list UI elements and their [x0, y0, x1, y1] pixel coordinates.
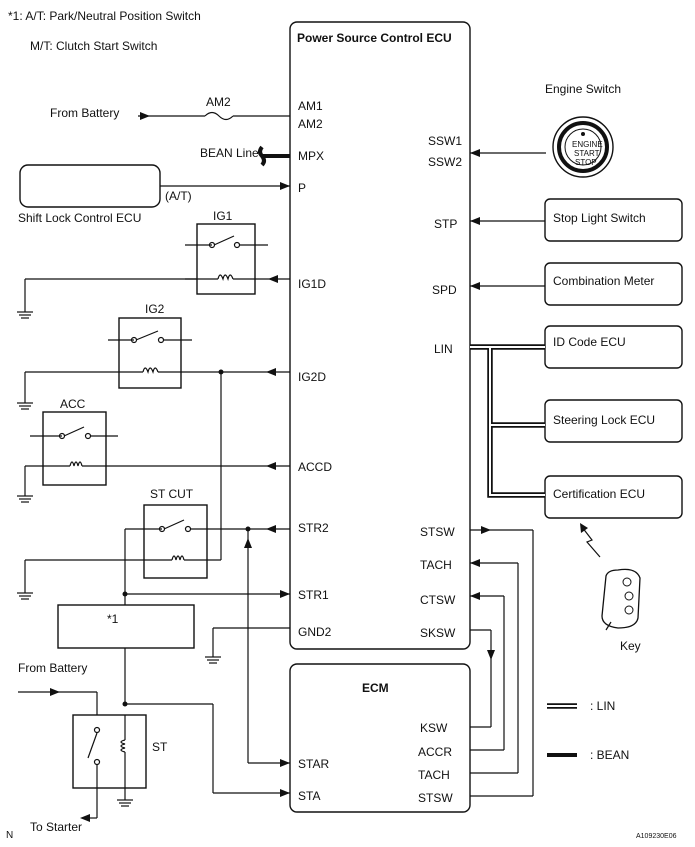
from-battery-label: From Battery: [50, 106, 119, 120]
stop-light-switch-box: [544, 198, 683, 242]
ecm-title: ECM: [362, 681, 389, 695]
st-cut-relay: [143, 504, 208, 579]
ground-5: [205, 656, 221, 664]
ecm-pin-ksw: KSW: [420, 721, 448, 735]
combination-meter-box: [544, 262, 683, 306]
pin-am2: AM2: [298, 117, 323, 131]
acc-switch: [30, 426, 118, 440]
figure-id: A109230E06: [636, 833, 677, 840]
pin-mpx: MPX: [298, 149, 324, 163]
legend-lin-label: : LIN: [590, 699, 615, 713]
lin-bus: [470, 344, 545, 498]
ig2-relay: [118, 317, 182, 389]
shift-lock-label: Shift Lock Control ECU: [18, 211, 141, 225]
engine-switch-face-3: STOP: [575, 158, 597, 167]
ecu-left-pins: AM1 AM2 MPX P IG1D IG2D ACCD STR2 STR1 G…: [298, 99, 332, 639]
am2-fuse-wire: [138, 111, 290, 121]
ig1-relay: [196, 223, 256, 295]
ground-6: [117, 799, 133, 807]
ground-1: [17, 311, 33, 319]
pin-ssw1: SSW1: [428, 134, 462, 148]
am2-fuse-label: AM2: [206, 95, 231, 109]
engine-switch-face-1: ENGINE: [572, 140, 603, 149]
to-starter-label: To Starter: [30, 820, 82, 834]
pin-stp: STP: [434, 217, 457, 231]
ecu-right-pins: SSW1 SSW2 STP SPD LIN STSW TACH CTSW SKS…: [420, 134, 462, 640]
star1-label: *1: [107, 612, 119, 626]
ecm-pin-accr: ACCR: [418, 745, 452, 759]
ig1-switch: [185, 235, 268, 249]
ig2-switch: [108, 330, 192, 344]
pin-lin: LIN: [434, 342, 453, 356]
pin-p: P: [298, 181, 306, 195]
steering-lock-ecu-label: Steering Lock ECU: [553, 413, 655, 427]
ecm-pin-star: STAR: [298, 757, 329, 771]
pin-stsw: STSW: [420, 525, 455, 539]
shift-lock-control-ecu-box: [19, 164, 161, 208]
combination-meter-label: Combination Meter: [553, 274, 654, 288]
pin-str1: STR1: [298, 588, 329, 602]
pin-ig1d: IG1D: [298, 277, 326, 291]
pin-accd: ACCD: [298, 460, 332, 474]
ecm: [289, 663, 471, 813]
st-cut-switch: [125, 519, 290, 533]
engine-switch-icon: ENGINE START STOP: [552, 116, 614, 178]
ecu-title: Power Source Control ECU: [297, 31, 452, 45]
pin-ctsw: CTSW: [420, 593, 456, 607]
corner-n: N: [6, 830, 13, 841]
acc-relay: [42, 411, 107, 486]
key-label: Key: [620, 639, 641, 653]
st-cut-coil: [171, 555, 185, 561]
power-source-control-ecu: [289, 21, 471, 650]
pin-spd: SPD: [432, 283, 457, 297]
switch-star1-box: [57, 604, 195, 649]
st-relay: [72, 714, 147, 789]
pin-am1: AM1: [298, 99, 323, 113]
certification-ecu-label: Certification ECU: [553, 487, 645, 501]
engine-switch-face-2: START: [574, 149, 600, 158]
smart-key-icon: [601, 568, 641, 631]
id-code-ecu-label: ID Code ECU: [553, 335, 626, 349]
bean-line-label: BEAN Line: [200, 146, 259, 160]
note-1: *1: A/T: Park/Neutral Position Switch: [8, 9, 201, 23]
pin-ig2d: IG2D: [298, 370, 326, 384]
pin-sksw: SKSW: [420, 626, 456, 640]
st-cut-label: ST CUT: [150, 487, 194, 501]
ig2-label: IG2: [145, 302, 165, 316]
pin-tach: TACH: [420, 558, 452, 572]
ground-4: [17, 592, 33, 600]
acc-label: ACC: [60, 397, 86, 411]
from-battery-2-label: From Battery: [18, 661, 87, 675]
st-switch: [87, 726, 101, 818]
pin-str2: STR2: [298, 521, 329, 535]
at-label: (A/T): [165, 189, 192, 203]
ecm-pin-tach: TACH: [418, 768, 450, 782]
rf-signal-icon: [580, 523, 601, 558]
ecm-pin-sta: STA: [298, 789, 320, 803]
pin-gnd2: GND2: [298, 625, 332, 639]
engine-switch-label: Engine Switch: [545, 82, 621, 96]
ig2-coil: [142, 367, 159, 375]
stop-light-switch-label: Stop Light Switch: [553, 211, 646, 225]
ig1-label: IG1: [213, 209, 233, 223]
ecu-ecm-links: [470, 526, 534, 797]
pin-ssw2: SSW2: [428, 155, 462, 169]
steering-lock-ecu-box: [544, 399, 683, 443]
st-label: ST: [152, 740, 168, 754]
ground-2: [17, 402, 33, 410]
legend-bean-label: : BEAN: [590, 748, 629, 762]
acc-coil: [69, 461, 83, 467]
ground-3: [17, 495, 33, 503]
note-2: M/T: Clutch Start Switch: [30, 39, 157, 53]
st-coil: [120, 715, 126, 800]
ecm-pin-stsw: STSW: [418, 791, 453, 805]
